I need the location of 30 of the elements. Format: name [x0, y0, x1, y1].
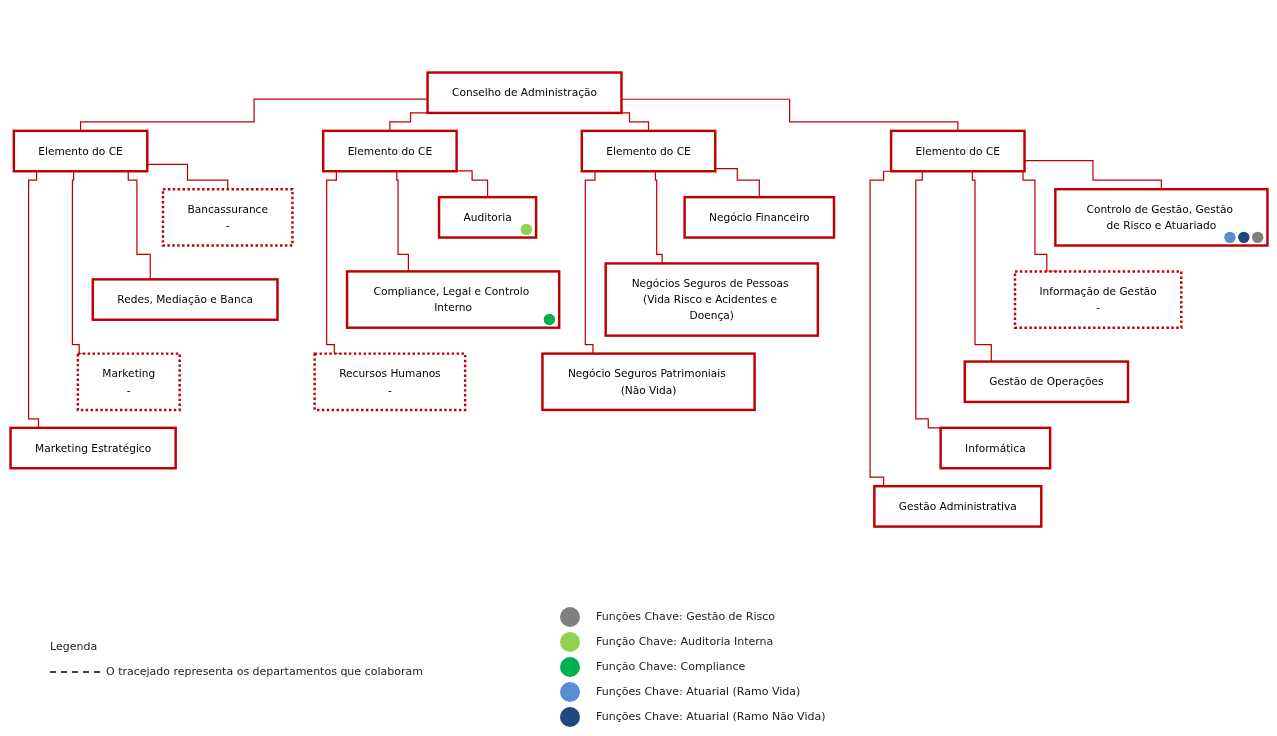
node-box: Informação de Gestão - [1013, 270, 1183, 330]
legend-text: Função Chave: Compliance [596, 660, 746, 673]
legend-text: Funções Chave: Atuarial (Ramo Não Vida) [596, 710, 826, 723]
node-box: Elemento do CE [889, 130, 1026, 173]
legend-text: Funções Chave: Gestão de Risco [596, 610, 776, 623]
legend-heading: Legenda [50, 640, 99, 653]
node-box: Gestão Administrativa [872, 485, 1042, 529]
legend-text: Funções Chave: Atuarial (Ramo Vida) [596, 685, 801, 698]
node-box: Conselho de Administração [425, 71, 623, 115]
node-box: Marketing - [76, 352, 181, 412]
node-box: Elemento do CE [321, 130, 458, 173]
connector [79, 98, 428, 132]
node-box: Compliance, Legal e Controlo Interno [345, 270, 560, 330]
node-box: Auditoria [437, 196, 537, 240]
legend-text: Função Chave: Auditoria Interna [596, 635, 774, 648]
connector [620, 99, 958, 132]
node-box: Negócio Seguros Patrimoniais (Não Vida) [540, 352, 756, 412]
node-box: Elemento do CE [580, 130, 716, 173]
node-box: Informática [938, 427, 1051, 470]
node-box: Marketing Estratégico [8, 427, 177, 470]
node-box: Negócios Seguros de Pessoas (Vida Risco e Acidentes e Doença) [603, 262, 819, 338]
connector [914, 171, 941, 430]
node-box: Bancassurance - [161, 188, 294, 248]
node-box: Controlo de Gestão, Gestão de Risco e Atuariado [1053, 188, 1269, 248]
node-box: Gestão de Operações [963, 360, 1129, 404]
node-box: Redes, Mediação e Banca [91, 278, 279, 322]
node-box: Elemento do CE [12, 130, 148, 173]
legend-text: O tracejado representa os departamentos que colaboram [106, 665, 423, 678]
node-box: Negócio Financeiro [682, 196, 835, 240]
node-box: Recursos Humanos - [312, 352, 466, 412]
